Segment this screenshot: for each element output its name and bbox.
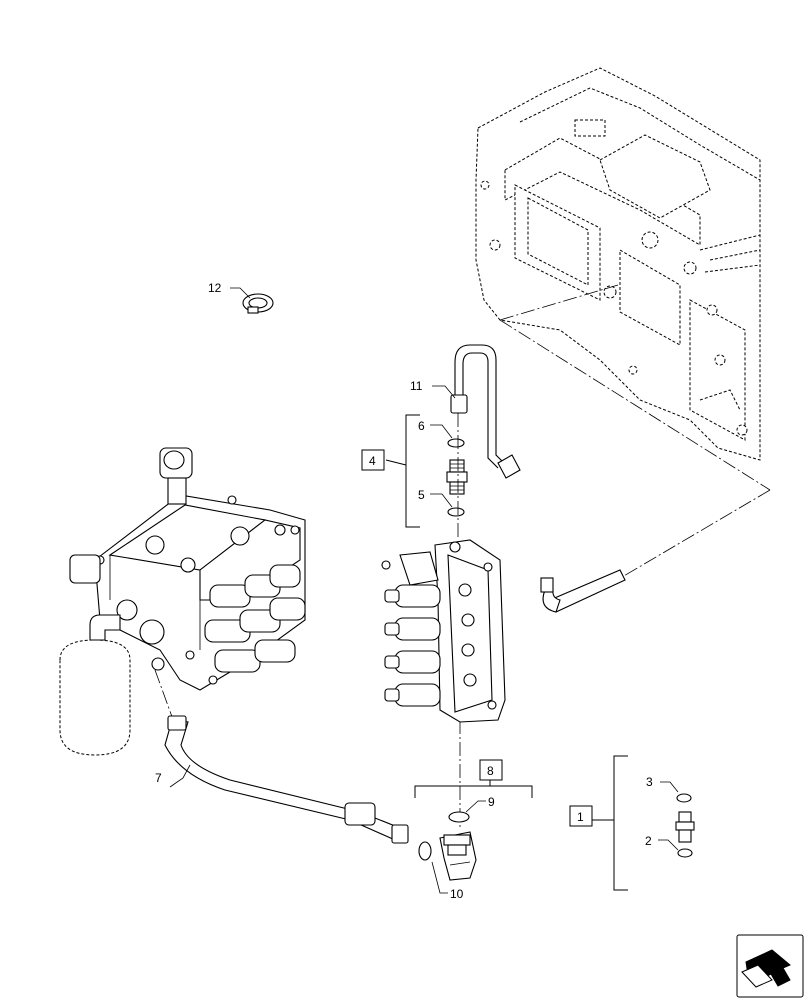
- remote-valve-manifold: [381, 539, 506, 723]
- leader-7: [169, 764, 191, 788]
- callout-2: 2: [645, 834, 652, 848]
- leader-housing-upper: [499, 284, 619, 321]
- part-12-hose-clamp: [242, 293, 274, 314]
- next-page-arrow-icon[interactable]: [736, 934, 804, 998]
- leader-housing-pipe: [599, 489, 771, 591]
- callout-10: 10: [450, 887, 464, 901]
- callout-11: 11: [410, 379, 423, 393]
- callout-box-8: [479, 759, 503, 781]
- transmission-housing: [475, 67, 761, 461]
- bracket-4: [385, 414, 420, 528]
- leader-9: [465, 800, 486, 813]
- part-5-o-ring: [447, 507, 465, 517]
- callout-5: 5: [418, 488, 425, 502]
- part-3-o-ring: [676, 793, 692, 803]
- part-6-o-ring: [447, 438, 465, 448]
- callout-8: 8: [487, 764, 494, 778]
- part-9-o-ring: [448, 811, 470, 823]
- bracket-8: [414, 780, 533, 798]
- part-11-steel-pipe: [450, 344, 521, 479]
- leader-6: [430, 424, 453, 439]
- bracket-1: [592, 755, 628, 891]
- leader-10: [431, 861, 448, 894]
- elbow-fitting-8: [439, 831, 477, 881]
- callout-6: 6: [418, 419, 425, 433]
- part-7-hydraulic-pipe: [151, 657, 409, 844]
- leader-12: [230, 287, 251, 299]
- pipe-to-housing: [540, 569, 626, 613]
- leader-2: [658, 839, 679, 851]
- leader-3: [660, 781, 679, 793]
- part-10-o-ring: [418, 841, 432, 861]
- callout-7: 7: [155, 771, 162, 785]
- callout-3: 3: [646, 775, 653, 789]
- leader-housing-left: [499, 319, 771, 491]
- leader-11: [432, 385, 456, 399]
- accumulator: [59, 614, 131, 756]
- callout-box-1: [569, 805, 593, 827]
- callout-1: 1: [577, 810, 584, 824]
- callout-12: 12: [208, 281, 222, 295]
- leader-5: [430, 493, 453, 508]
- callout-4: 4: [369, 454, 376, 468]
- callout-box-4: [361, 449, 385, 471]
- part-2-adapter: [675, 811, 695, 858]
- callout-9: 9: [488, 795, 495, 809]
- adapter-fitting-4: [446, 459, 468, 495]
- control-valve-block: [69, 447, 306, 691]
